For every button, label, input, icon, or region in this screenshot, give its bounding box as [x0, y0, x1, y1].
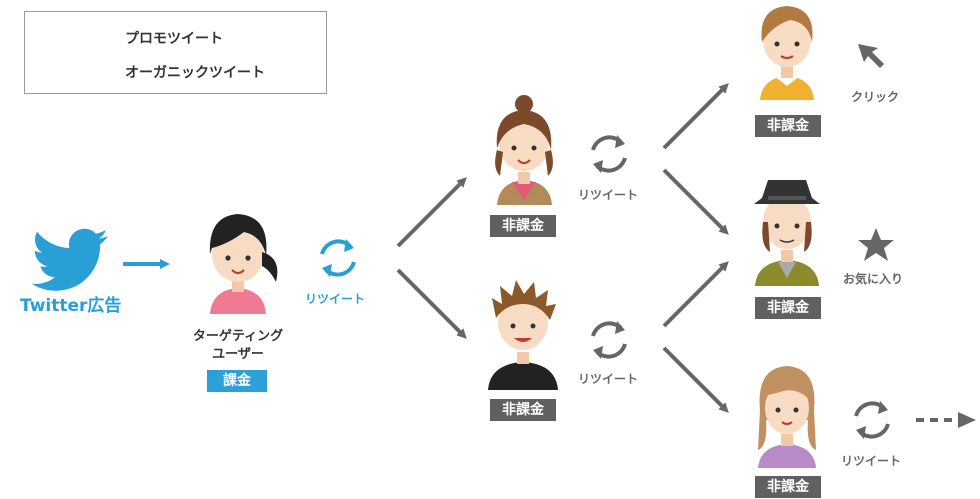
right-user-3-badge: 非課金	[755, 476, 821, 498]
retweet-label-target: リツイート	[305, 292, 366, 306]
arrow-top-to-r2	[662, 168, 729, 235]
twitter-bird-icon	[31, 228, 108, 291]
avatar-right-user-1	[760, 6, 814, 100]
right-user-1-badge: 非課金	[755, 115, 821, 137]
dashed-arrow-head-icon	[958, 412, 976, 428]
avatar-right-user-3	[758, 366, 816, 468]
favorite-label: お気に入り	[843, 272, 904, 286]
avatar-top-user	[495, 95, 553, 205]
right-user-2-badge: 非課金	[755, 297, 821, 319]
arrow-target-to-bottom	[396, 268, 467, 339]
legend-item-organic: オーガニックツイート	[25, 62, 326, 82]
avatar-target-user	[209, 214, 278, 314]
retweet-label-bottom: リツイート	[578, 372, 639, 386]
retweet-icon-bottom	[591, 321, 627, 359]
arrow-target-to-top	[396, 177, 467, 248]
target-label-line1: ターゲティング	[192, 329, 284, 344]
legend-promo-label: プロモツイート	[125, 31, 223, 47]
arrow-top-to-r1	[662, 83, 729, 150]
retweet-icon-r3	[854, 401, 890, 439]
target-badge-paid: 課金	[207, 370, 267, 392]
click-label: クリック	[851, 90, 900, 104]
bottom-user-badge: 非課金	[490, 399, 556, 421]
target-label-line2: ユーザー	[212, 347, 264, 362]
retweet-label-top: リツイート	[578, 188, 639, 202]
retweet-icon-top	[591, 135, 627, 173]
ad-label: Twitter広告	[20, 296, 122, 316]
retweet-label-r3: リツイート	[841, 454, 902, 468]
star-icon	[858, 228, 894, 261]
avatar-bottom-user	[488, 280, 558, 390]
avatar-right-user-2	[754, 180, 820, 286]
arrow-bottom-to-r3	[662, 346, 729, 413]
retweet-icon-target	[320, 239, 356, 277]
top-user-badge: 非課金	[490, 215, 556, 237]
cursor-icon	[858, 44, 884, 68]
legend-organic-label: オーガニックツイート	[125, 65, 265, 81]
legend-item-promo: プロモツイート	[25, 28, 326, 48]
legend: プロモツイート オーガニックツイート	[24, 11, 327, 94]
arrow-bottom-to-r2	[662, 261, 729, 328]
